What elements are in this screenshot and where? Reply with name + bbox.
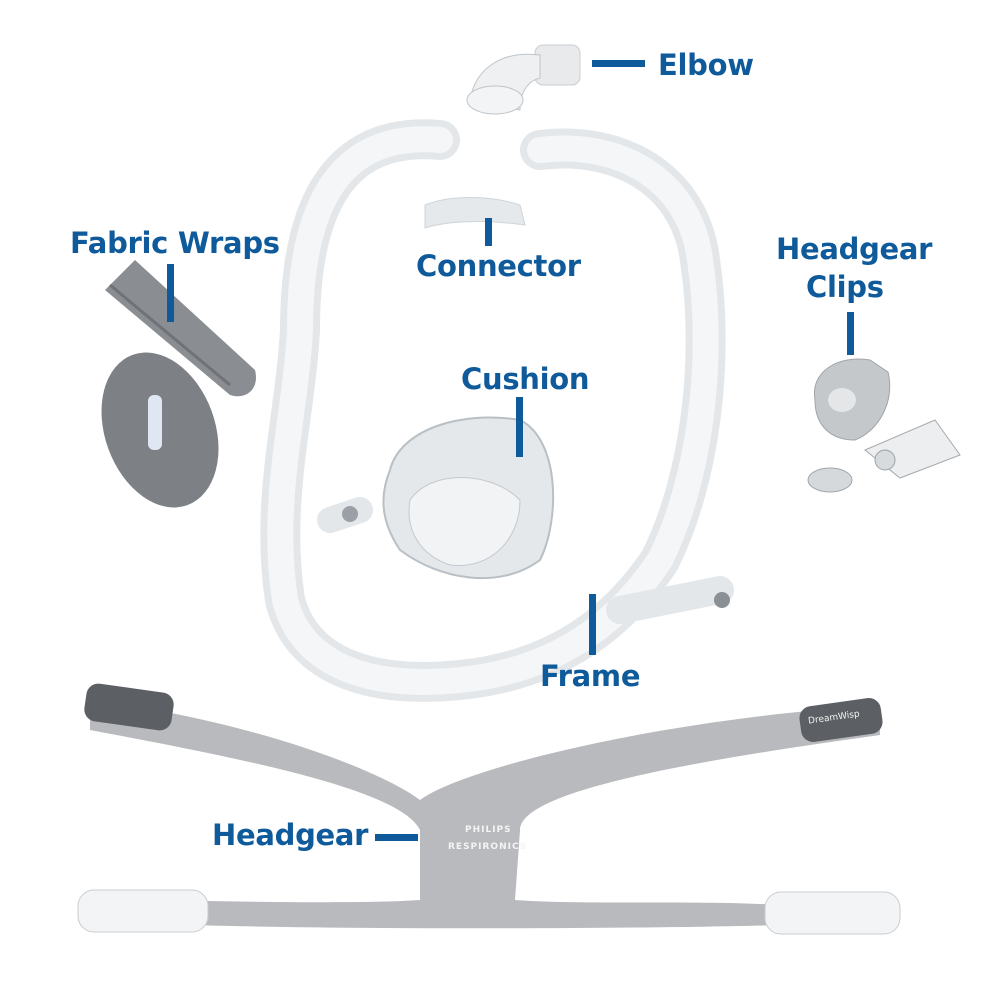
elbow-part (466, 44, 581, 115)
leader-frame (589, 594, 596, 655)
leader-headgear (375, 834, 418, 841)
label-headgear-clips-2: Clips (806, 270, 884, 304)
fabric-wraps-part (101, 260, 256, 508)
philips-logo: PHILIPS (465, 825, 512, 835)
label-connector: Connector (416, 249, 581, 283)
headgear-part (77, 683, 901, 935)
label-frame: Frame (540, 659, 641, 693)
headgear-clips-part (807, 358, 961, 493)
leader-headgear-clips (847, 312, 854, 355)
leader-cushion (516, 397, 523, 457)
leader-connector (485, 218, 492, 246)
label-cushion: Cushion (461, 362, 590, 396)
label-headgear: Headgear (212, 818, 369, 852)
leader-fabric-wraps (167, 264, 174, 322)
leader-elbow (592, 60, 645, 67)
label-headgear-clips-1: Headgear (776, 232, 933, 266)
label-elbow: Elbow (658, 48, 754, 82)
connector-part (424, 197, 526, 229)
cushion-part (382, 416, 555, 580)
respironics-logo: RESPIRONICS (448, 842, 528, 852)
label-fabric-wraps: Fabric Wraps (70, 226, 280, 260)
